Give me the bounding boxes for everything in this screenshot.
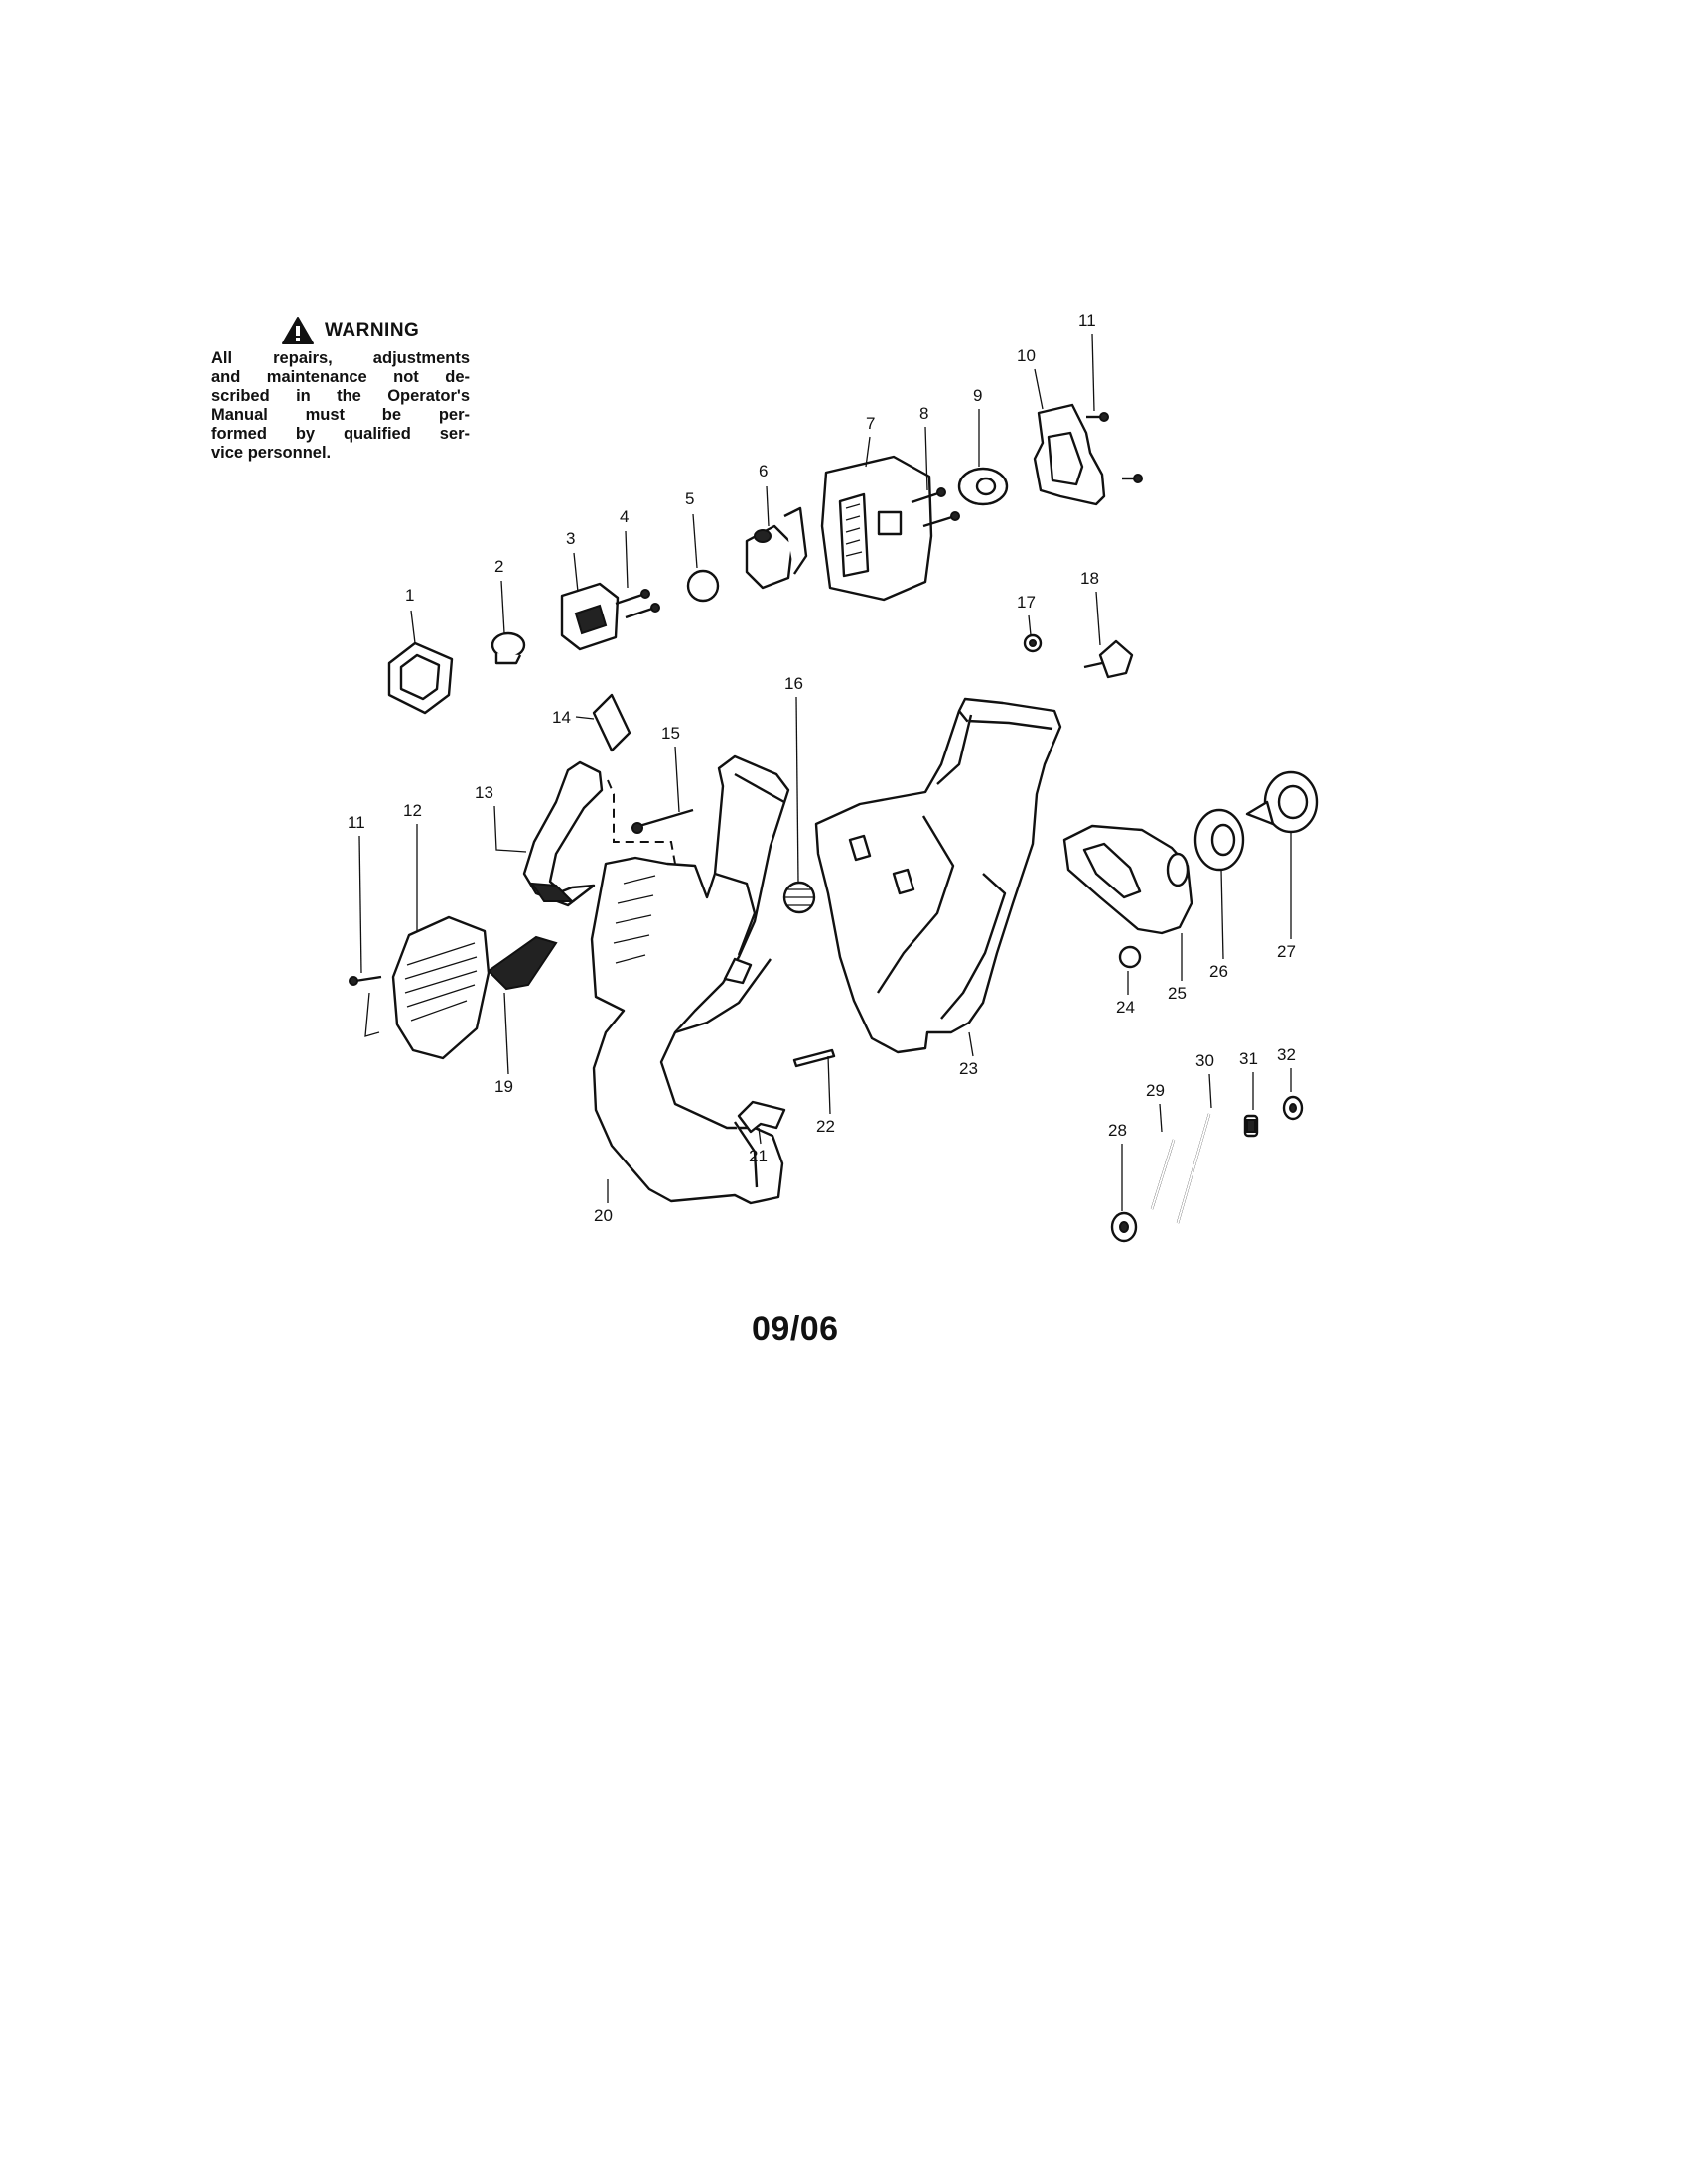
warning-title: WARNING [325,320,420,341]
part-12-engine-cover [391,824,491,1060]
part-10-cover [1033,368,1106,506]
part-3-carburetor-adapter [560,552,620,651]
warning-line: scribed in the Operator's [211,387,470,405]
callout-10: 10 [1017,346,1036,365]
callout-8: 8 [919,404,928,423]
part-2-cap [491,580,526,665]
callout-13: 13 [475,783,493,802]
part-29-fuel-line [1150,1103,1176,1210]
part-18-knob [1083,591,1134,679]
warning-line: and maintenance not de- [211,368,470,386]
assembly-guide-line [607,779,676,865]
callout-20: 20 [594,1206,613,1225]
callout-12: 12 [403,801,422,820]
part-13-handle [493,760,604,907]
callout-16: 16 [784,674,803,693]
callout-7: 7 [866,414,875,433]
part-7-carburetor-housing [820,436,933,602]
callout-22: 22 [816,1117,835,1136]
part-9-spacer [957,409,1009,506]
part-30-fuel-line [1176,1073,1212,1224]
callout-11-lower: 11 [348,813,365,832]
part-22-pin [792,1048,836,1115]
warning-notice: WARNING All repairs, adjustments and mai… [211,316,470,463]
warning-line: formed by qualified ser- [211,425,470,443]
part-21-clip [737,1100,786,1145]
callout-29: 29 [1146,1081,1165,1100]
part-17-nut [1023,614,1043,653]
callout-6: 6 [759,462,768,480]
warning-text: All repairs, adjustments and maintenance… [211,349,470,463]
callout-24: 24 [1116,998,1135,1017]
warning-triangle-icon [282,317,314,344]
part-28-washer [1110,1144,1138,1243]
callout-17: 17 [1017,593,1036,612]
part-11-screws-upper [1086,333,1143,483]
callout-15: 15 [661,724,680,743]
part-8-screws [911,426,960,528]
callout-18: 18 [1080,569,1099,588]
callout-31: 31 [1239,1049,1258,1068]
part-20-blower-housing-front [590,754,790,1205]
callout-32: 32 [1277,1045,1296,1064]
part-19-filter [487,935,558,1075]
callout-28: 28 [1108,1121,1127,1140]
part-1-gasket [387,610,454,715]
callout-23: 23 [959,1059,978,1078]
callout-26: 26 [1209,962,1228,981]
callout-labels: 1 2 3 4 5 6 7 8 9 10 11 11 12 13 14 15 1… [348,311,1296,1225]
callout-25: 25 [1168,984,1187,1003]
callout-30: 30 [1195,1051,1214,1070]
part-24-plug [1118,945,1142,995]
warning-line: Manual must be per- [211,406,470,424]
callout-4: 4 [620,507,629,526]
warning-header: WARNING [281,316,470,345]
part-23-blower-housing-rear [814,697,1062,1057]
warning-line: vice personnel. [211,444,332,462]
warning-line: All repairs, adjustments [211,349,470,367]
page-code: 09/06 [752,1310,839,1348]
part-14-pad [575,693,632,752]
callout-21: 21 [749,1147,768,1165]
callout-2: 2 [494,557,503,576]
part-27-fuel-cap [1245,770,1319,939]
part-31-fuel-filter [1243,1072,1259,1138]
part-32-grommet [1282,1068,1304,1121]
part-11-screw-lower [349,835,382,1037]
part-4-screws [615,530,660,619]
part-15-screw [632,746,694,834]
part-6-carburetor [745,485,808,590]
callout-1: 1 [405,586,414,605]
part-26-gasket-ring [1193,808,1245,960]
callout-19: 19 [494,1077,513,1096]
callout-3: 3 [566,529,575,548]
callout-5: 5 [685,489,694,508]
callout-9: 9 [973,386,982,405]
part-25-fuel-tank [1062,824,1193,981]
part-16-impeller-hub [782,696,816,914]
part-5-primer-cap [686,513,720,603]
callout-11-upper: 11 [1078,311,1096,330]
callout-14: 14 [552,708,571,727]
callout-27: 27 [1277,942,1296,961]
